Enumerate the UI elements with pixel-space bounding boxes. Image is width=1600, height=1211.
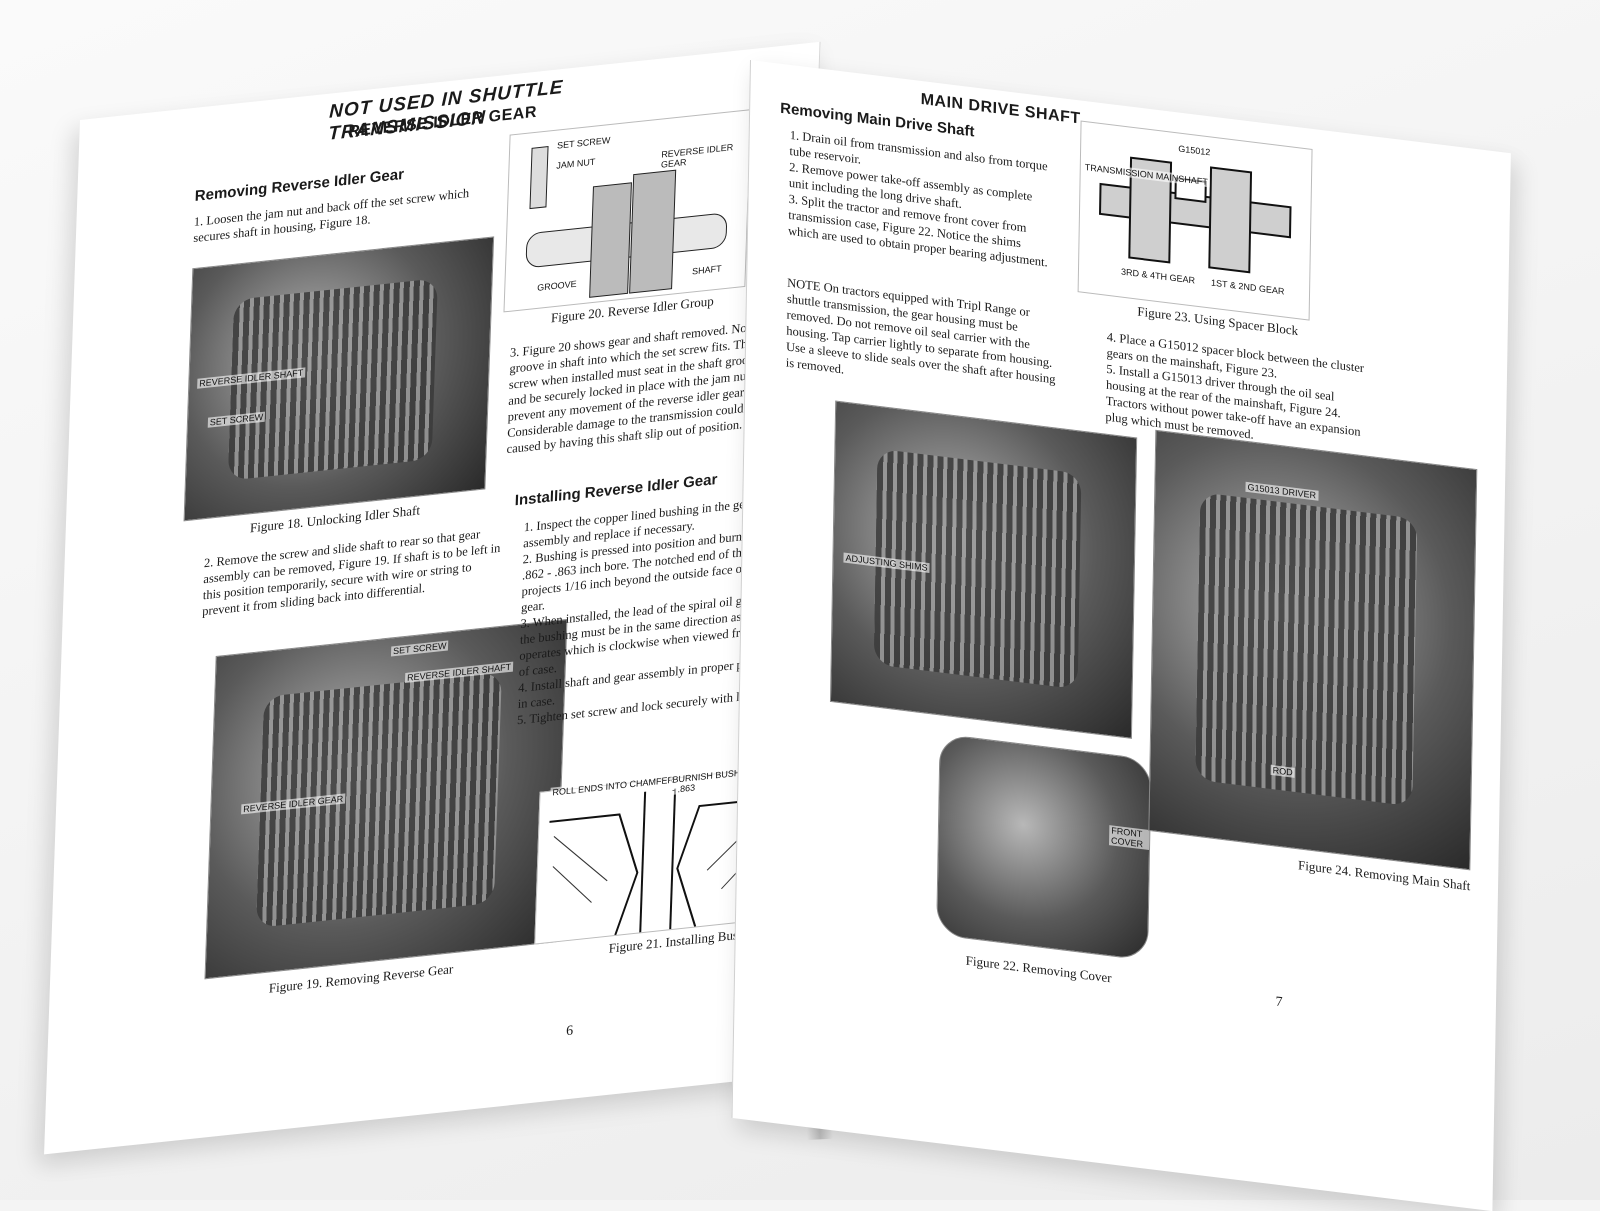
manual-spread: NOT USED IN SHUTTLE TRANSMISSION REVERSE… xyxy=(44,40,1580,1211)
figure-20-drawing: SET SCREW JAM NUT REVERSE IDLER GEAR GRO… xyxy=(503,109,752,313)
figure-23-drawing: G15012 TRANSMISSION MAINSHAFT 3RD & 4TH … xyxy=(1077,120,1313,321)
left-page-number: 6 xyxy=(565,1023,574,1040)
figure-19-photo: SET SCREW REVERSE IDLER SHAFT REVERSE ID… xyxy=(204,618,568,980)
left-step-2: 2. Remove the screw and slide shaft to r… xyxy=(202,526,501,619)
spacer-block-diagram xyxy=(1098,156,1292,274)
left-step-3: 3. Figure 20 shows gear and shaft remove… xyxy=(506,317,775,457)
right-steps-continued: 4. Place a G15012 spacer block between t… xyxy=(1105,329,1377,458)
right-page: MAIN DRIVE SHAFT Removing Main Drive Sha… xyxy=(731,60,1511,1211)
figure-24-photo: G15013 DRIVER ROD xyxy=(1148,429,1478,871)
figure-24-label-g15013-driver: G15013 DRIVER xyxy=(1245,481,1319,501)
right-note: NOTE On tractors equipped with Tripl Ran… xyxy=(785,275,1056,387)
right-steps: 1. Drain oil from transmission and also … xyxy=(788,127,1050,271)
figure-22-label-front-cover: FRONT COVER xyxy=(1109,825,1150,851)
figure-22-caption: Figure 22. Removing Cover xyxy=(965,952,1112,986)
figure-22-photo-shaft: ADJUSTING SHIMS xyxy=(829,400,1138,739)
figure-22-photo-cover: FRONT COVER xyxy=(936,733,1152,961)
right-page-number: 7 xyxy=(1275,994,1283,1011)
figure-18-photo: REVERSE IDLER SHAFT SET SCREW xyxy=(183,236,495,522)
left-page: NOT USED IN SHUTTLE TRANSMISSION REVERSE… xyxy=(44,41,821,1155)
reverse-idler-group-illustration xyxy=(525,146,728,298)
figure-19-label-set-screw: SET SCREW xyxy=(390,640,449,657)
